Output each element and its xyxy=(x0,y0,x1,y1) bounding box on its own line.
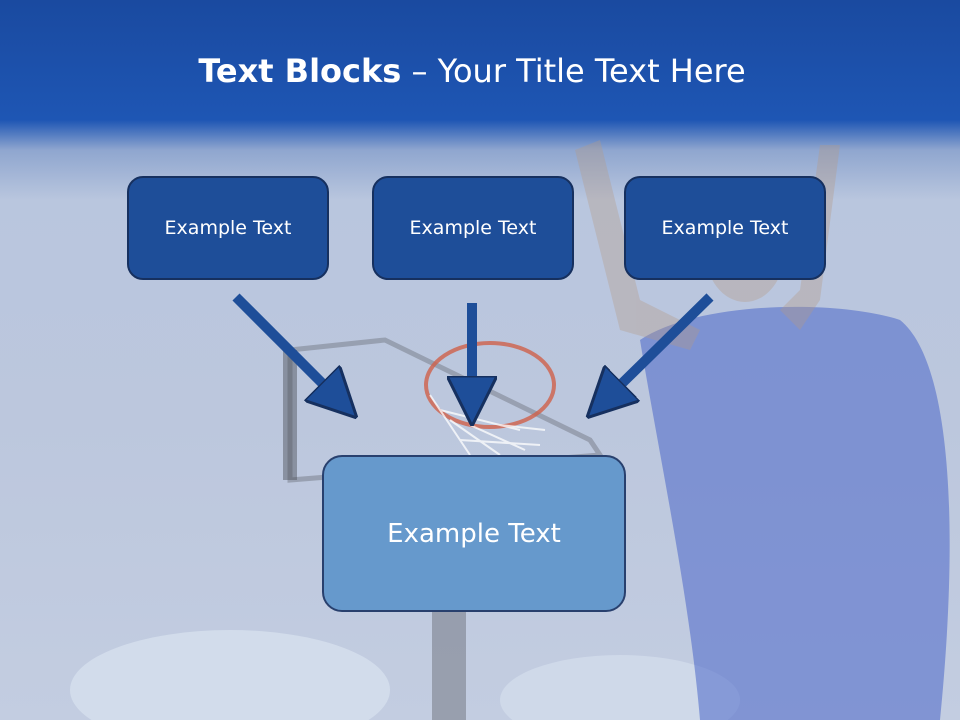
text-block-1[interactable]: Example Text xyxy=(127,176,329,280)
text-block-3[interactable]: Example Text xyxy=(624,176,826,280)
slide-title-rest: Your Title Text Here xyxy=(437,52,746,90)
text-block-center-label: Example Text xyxy=(387,518,561,549)
slide-title-dash: – xyxy=(401,52,438,90)
text-block-2[interactable]: Example Text xyxy=(372,176,574,280)
text-block-3-label: Example Text xyxy=(661,217,789,239)
text-block-center[interactable]: Example Text xyxy=(322,455,626,612)
text-block-2-label: Example Text xyxy=(409,217,537,239)
slide-title: Text Blocks – Your Title Text Here xyxy=(0,52,944,90)
slide-title-bold: Text Blocks xyxy=(198,52,402,90)
text-block-1-label: Example Text xyxy=(164,217,292,239)
